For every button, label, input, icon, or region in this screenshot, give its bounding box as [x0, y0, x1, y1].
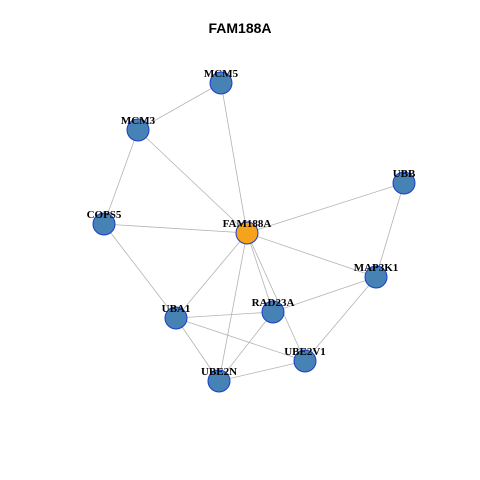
edge-mcm3-cops5	[103, 129, 139, 225]
edge-fam188a-rad23a	[246, 232, 274, 313]
edge-rad23a-ube2n	[218, 311, 274, 382]
graph-title: FAM188A	[208, 20, 272, 36]
node-label-ubb: UBB	[393, 168, 416, 180]
edge-ubb-fam188a	[246, 182, 405, 234]
edge-uba1-ube2v1	[175, 317, 306, 362]
node-uba1	[164, 306, 188, 330]
edge-map3k1-ube2v1	[304, 276, 377, 362]
node-ubb	[392, 171, 416, 195]
edge-uba1-rad23a	[175, 311, 274, 319]
edge-fam188a-map3k1	[246, 232, 377, 278]
node-rad23a	[261, 300, 285, 324]
edge-fam188a-ube2v1	[246, 232, 306, 362]
node-label-ube2n: UBE2N	[201, 366, 237, 378]
node-label-fam188a: FAM188A	[223, 218, 272, 230]
node-ube2n	[207, 369, 231, 393]
edge-ube2v1-ube2n	[218, 360, 306, 382]
node-cops5	[92, 212, 116, 236]
edge-ubb-map3k1	[375, 182, 405, 278]
edge-mcm5-mcm3	[137, 82, 222, 131]
node-map3k1	[364, 265, 388, 289]
node-label-mcm5: MCM5	[204, 68, 239, 80]
node-fam188a	[235, 221, 259, 245]
node-label-rad23a: RAD23A	[252, 297, 295, 309]
node-label-mcm3: MCM3	[121, 115, 156, 127]
node-label-ube2v1: UBE2V1	[284, 346, 326, 358]
edge-cops5-uba1	[103, 223, 177, 319]
node-mcm3	[126, 118, 150, 142]
edge-mcm5-fam188a	[220, 82, 248, 234]
edge-cops5-fam188a	[103, 223, 248, 234]
node-ube2v1	[293, 349, 317, 373]
edge-fam188a-ube2n	[218, 232, 248, 382]
edge-uba1-ube2n	[175, 317, 220, 382]
node-mcm5	[209, 71, 233, 95]
edge-fam188a-uba1	[175, 232, 248, 319]
node-label-uba1: UBA1	[162, 303, 191, 315]
edge-mcm3-fam188a	[137, 129, 248, 234]
node-label-cops5: COPS5	[87, 209, 122, 221]
node-label-map3k1: MAP3K1	[354, 262, 399, 274]
edge-map3k1-rad23a	[272, 276, 377, 313]
